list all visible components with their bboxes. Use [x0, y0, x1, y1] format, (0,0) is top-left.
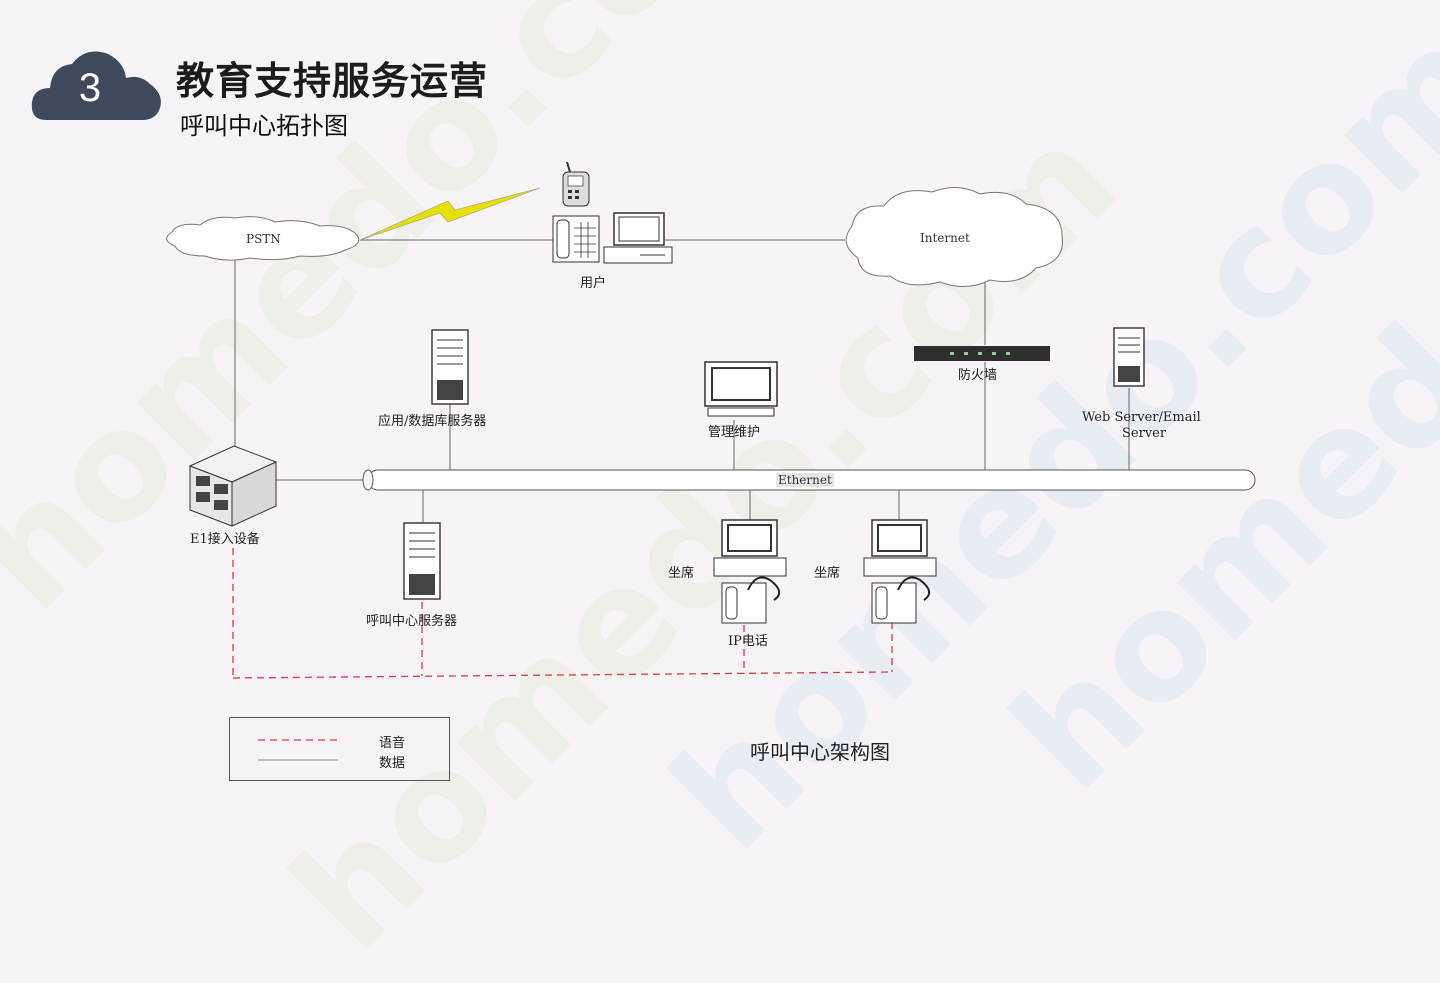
agent-workstation-icon	[863, 519, 937, 624]
mobile-phone-icon	[562, 161, 590, 207]
user-label: 用户	[580, 276, 607, 291]
cloud-badge-icon	[31, 51, 161, 120]
e1-access-device-icon	[188, 445, 278, 527]
call-center-server-icon	[403, 522, 441, 600]
data-links	[234, 239, 1130, 523]
page-subtitle: 呼叫中心拓扑图	[180, 112, 348, 140]
firewall-icon	[914, 346, 1050, 361]
pstn-label: PSTN	[246, 232, 281, 246]
topology-diagram	[166, 161, 1256, 761]
web-email-server-label: Web Server/Email	[1082, 410, 1201, 425]
user-desk-phone-icon	[552, 215, 600, 263]
ethernet-label: Ethernet	[776, 473, 834, 487]
internet-cloud-icon	[845, 187, 1063, 287]
app-db-server-icon	[431, 329, 469, 405]
legend-voice-label: 语音	[379, 736, 406, 751]
management-pc-icon	[704, 361, 778, 417]
pstn-cloud-icon	[166, 216, 360, 261]
web-email-server-label: Server	[1122, 426, 1167, 441]
diagram-caption: 呼叫中心架构图	[750, 740, 890, 764]
wireless-lightning-icon	[359, 187, 541, 241]
agent-label: 坐席	[814, 566, 841, 581]
app-db-server-label: 应用/数据库服务器	[378, 414, 487, 429]
page-title: 教育支持服务运营	[176, 59, 489, 103]
agent-label: 坐席	[668, 566, 695, 581]
management-label: 管理维护	[708, 425, 761, 440]
legend-data-label: 数据	[379, 756, 406, 771]
ip-phone-label: IP电话	[728, 634, 768, 649]
voice-links	[232, 548, 893, 679]
internet-label: Internet	[920, 231, 970, 245]
legend	[229, 717, 450, 781]
user-pc-icon	[603, 212, 673, 264]
badge-number: 3	[78, 66, 102, 110]
e1-device-label: E1接入设备	[190, 532, 260, 547]
call-center-server-label: 呼叫中心服务器	[366, 614, 458, 629]
web-email-server-icon	[1113, 327, 1145, 387]
agent-workstation-icon	[713, 519, 787, 624]
firewall-label: 防火墙	[958, 368, 998, 383]
